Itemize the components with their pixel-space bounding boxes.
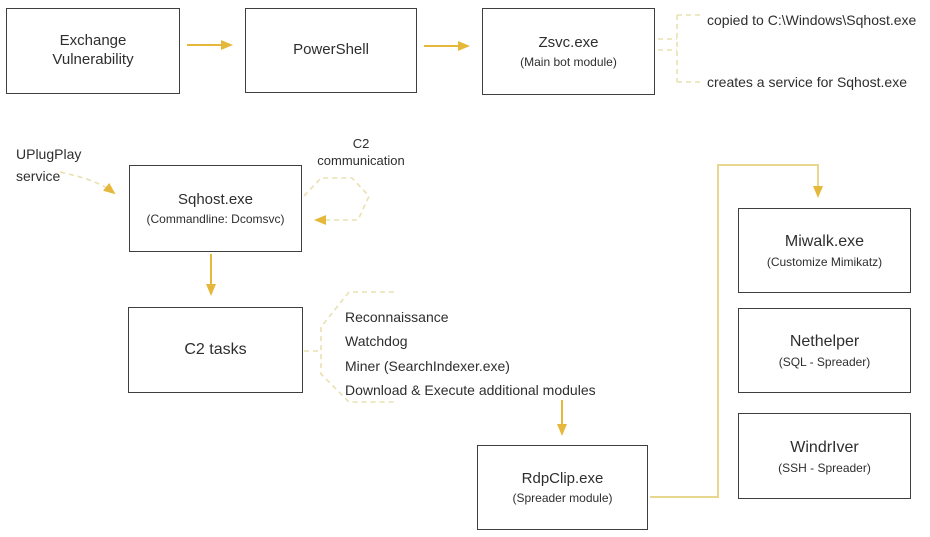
node-windriver: WindrIver (SSH - Spreader) (738, 413, 911, 499)
node-nethelper-title: Nethelper (789, 333, 860, 350)
node-c2tasks-title: C2 tasks (184, 341, 247, 358)
node-zsvc: Zsvc.exe (Main bot module) (482, 8, 655, 95)
node-miwalk: Miwalk.exe (Customize Mimikatz) (738, 208, 911, 293)
node-rdpclip: RdpClip.exe (Spreader module) (477, 445, 648, 530)
label-task-miner: Miner (SearchIndexer.exe) (345, 358, 510, 374)
label-c2-communication: C2 communication (317, 136, 405, 168)
node-c2-tasks: C2 tasks (128, 307, 303, 393)
node-sqhost: Sqhost.exe (Commandline: Dcomsvc) (129, 165, 302, 252)
node-zsvc-title: Zsvc.exe (538, 33, 599, 51)
dashed-bracket-zsvc (658, 14, 701, 83)
node-sqhost-subtitle: (Commandline: Dcomsvc) (146, 212, 285, 227)
label-creates-service: creates a service for Sqhost.exe (707, 74, 907, 90)
node-exchange-vulnerability: Exchange Vulnerability (6, 8, 180, 94)
node-nethelper-subtitle: (SQL - Spreader) (778, 355, 871, 369)
node-powershell-title: PowerShell (293, 41, 369, 59)
node-nethelper: Nethelper (SQL - Spreader) (738, 308, 911, 393)
dashed-loop-c2-communication (303, 177, 370, 225)
dashed-arrow-uplugplay (59, 171, 116, 195)
connector-rdpclip-to-modules (650, 164, 823, 498)
label-uplugplay-service: UPlugPlay service (16, 146, 82, 184)
node-sqhost-title: Sqhost.exe (177, 190, 254, 208)
node-windriver-title: WindrIver (790, 438, 859, 456)
node-zsvc-subtitle: (Main bot module) (520, 55, 617, 70)
node-exchange-title: Exchange Vulnerability (52, 32, 134, 68)
node-powershell: PowerShell (245, 8, 417, 93)
dashed-brace-c2-tasks (304, 291, 394, 403)
node-rdpclip-subtitle: (Spreader module) (512, 491, 613, 506)
node-miwalk-subtitle: (Customize Mimikatz) (766, 255, 883, 269)
label-task-reconnaissance: Reconnaissance (345, 309, 449, 325)
node-miwalk-title: Miwalk.exe (784, 233, 865, 250)
label-task-watchdog: Watchdog (345, 333, 408, 349)
label-task-download-execute: Download & Execute additional modules (345, 382, 596, 398)
label-copied-to-sqhost: copied to C:\Windows\Sqhost.exe (707, 12, 917, 28)
node-rdpclip-title: RdpClip.exe (521, 469, 604, 487)
node-windriver-subtitle: (SSH - Spreader) (778, 460, 871, 475)
